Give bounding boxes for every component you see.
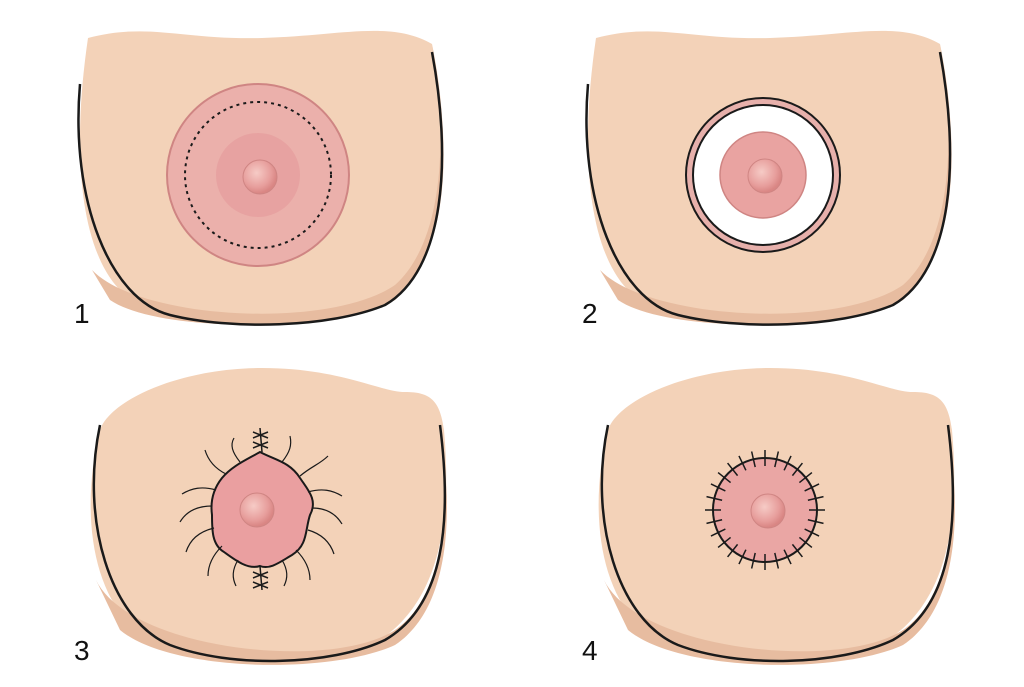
suture-tick (798, 536, 813, 548)
step-4-panel: 4 (582, 368, 955, 666)
suture-tick (717, 536, 732, 548)
suture-tick (727, 462, 739, 477)
suture-tick (706, 519, 723, 525)
suture-tick (750, 451, 756, 468)
radiating-gather-lines (179, 435, 343, 587)
breast-shadow-1 (92, 44, 444, 325)
suture-tick (804, 528, 820, 537)
step-3-panel: 3 (74, 368, 447, 666)
suture-tick (783, 455, 792, 471)
suture-tick (807, 495, 824, 501)
breast-shadow-2 (600, 44, 952, 325)
suture-tick (804, 483, 820, 492)
breast-outline-4 (600, 424, 955, 663)
suture-tick (706, 495, 723, 501)
breast-outline-1 (77, 51, 444, 326)
suture-tick (798, 472, 813, 484)
step-2-panel: 2 (582, 30, 952, 329)
suture-tick (807, 519, 824, 525)
suture-tick (783, 549, 792, 565)
nipple-2 (747, 158, 783, 194)
suture-tick (710, 528, 726, 537)
nipple-3 (239, 492, 275, 528)
step-3-label: 3 (74, 635, 90, 666)
step-2-label: 2 (582, 298, 598, 329)
suture-tick (774, 451, 780, 468)
suture-tick (774, 552, 780, 569)
suture-tick (791, 462, 803, 477)
step-1-panel: 1 (74, 30, 444, 329)
suture-tick (727, 543, 739, 558)
step-1-label: 1 (74, 298, 90, 329)
breast-outline-3 (92, 424, 447, 663)
incision-dotted-line (184, 101, 332, 249)
step-4-label: 4 (582, 635, 598, 666)
suture-tick (710, 483, 726, 492)
suture-tick (750, 552, 756, 569)
suture-tick (791, 543, 803, 558)
suture-tick (738, 455, 747, 471)
nipple-4 (750, 493, 786, 529)
vertical-suture-top (252, 427, 269, 453)
vertical-suture-bottom (252, 565, 269, 591)
suture-tick (738, 549, 747, 565)
suture-tick (717, 472, 732, 484)
nipple-1 (242, 159, 278, 195)
breast-outline-2 (585, 51, 952, 326)
circumferential-sutures (705, 450, 825, 570)
